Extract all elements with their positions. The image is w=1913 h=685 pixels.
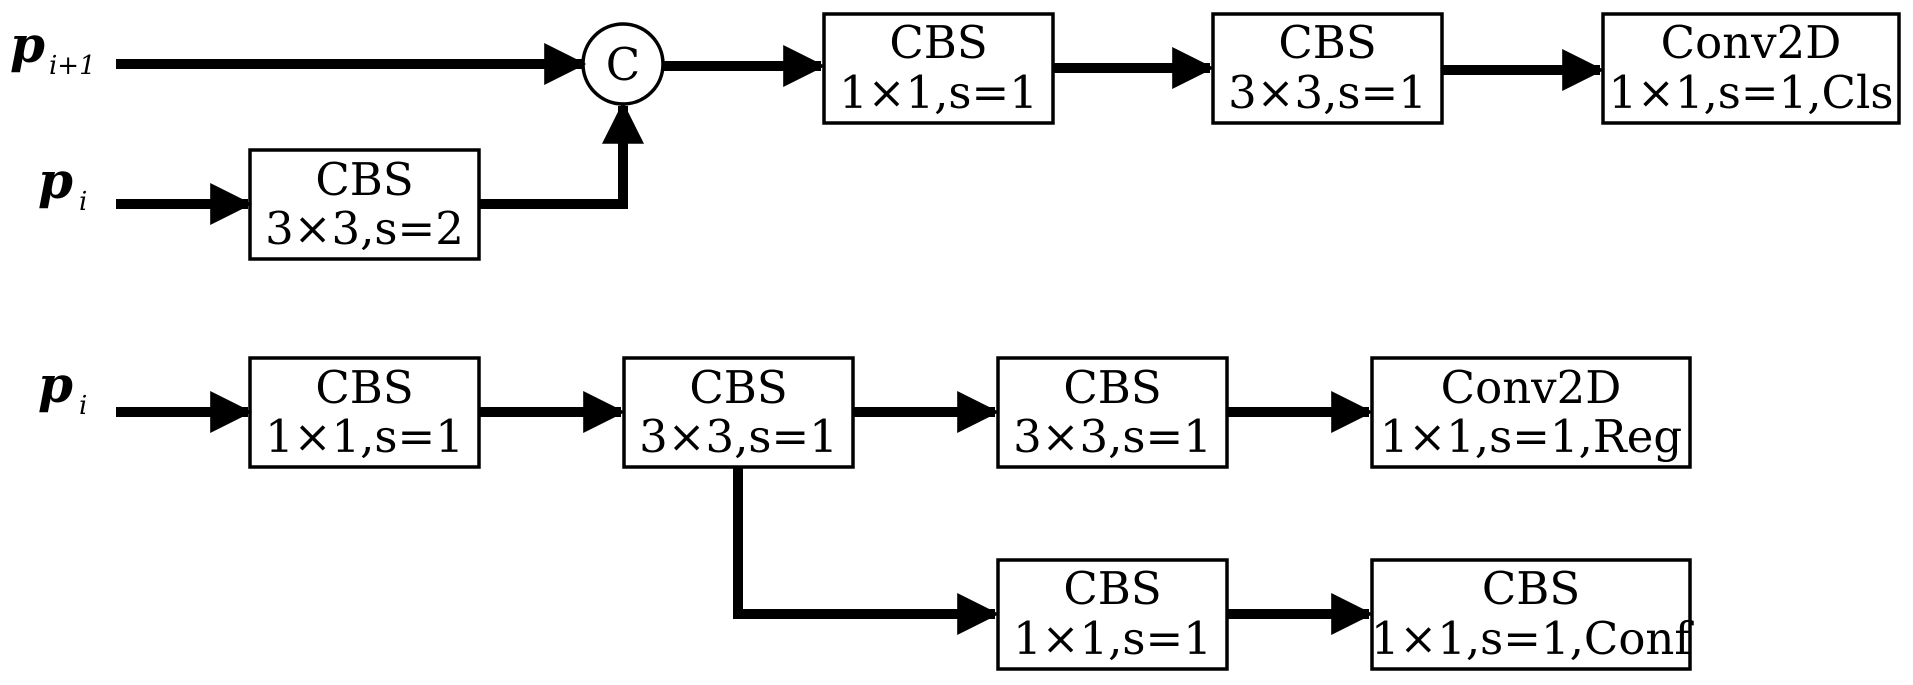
box-conf-cbs-1: CBS 1×1,s=1 [996, 558, 1229, 671]
svg-text:CBS: CBS [315, 153, 413, 206]
svg-text:1×1,s=1: 1×1,s=1 [265, 410, 464, 463]
label-main: p [10, 15, 45, 74]
svg-text:CBS: CBS [689, 361, 787, 414]
box-top-cbs-2: CBS 3×3,s=1 [1211, 12, 1444, 125]
svg-text:3×3,s=2: 3×3,s=2 [265, 202, 464, 255]
label-main: p [38, 151, 73, 210]
box-cls-conv2d: Conv2D 1×1,s=1,Cls [1601, 12, 1901, 125]
svg-text:pi: pi [38, 355, 87, 421]
connector-cbs-down-to-concat [479, 101, 644, 209]
label-sub: i [79, 187, 87, 217]
svg-text:1×1,s=1,Conf: 1×1,s=1,Conf [1371, 612, 1695, 665]
box-bottom-cbs-3: CBS 3×3,s=1 [996, 356, 1229, 469]
svg-text:1×1,s=1,Cls: 1×1,s=1,Cls [1609, 66, 1894, 119]
svg-text:CBS: CBS [1278, 16, 1376, 69]
svg-text:CBS: CBS [1063, 562, 1161, 615]
box-top-cbs-1: CBS 1×1,s=1 [822, 12, 1055, 125]
svg-text:3×3,s=1: 3×3,s=1 [1228, 66, 1427, 119]
svg-text:pi+1: pi+1 [10, 15, 96, 81]
concat-node: C [581, 22, 665, 106]
box-bottom-cbs-1: CBS 1×1,s=1 [248, 356, 481, 469]
svg-text:3×3,s=1: 3×3,s=1 [1013, 410, 1212, 463]
svg-text:CBS: CBS [315, 361, 413, 414]
svg-text:Conv2D: Conv2D [1441, 361, 1622, 414]
svg-text:CBS: CBS [1063, 361, 1161, 414]
svg-text:3×3,s=1: 3×3,s=1 [639, 410, 838, 463]
svg-text:1×1,s=1: 1×1,s=1 [1013, 612, 1212, 665]
box-bottom-cbs-2: CBS 3×3,s=1 [622, 356, 855, 469]
label-main: p [38, 355, 73, 414]
svg-text:CBS: CBS [1482, 562, 1580, 615]
box-reg-conv2d: Conv2D 1×1,s=1,Reg [1370, 356, 1692, 469]
svg-text:pi: pi [38, 151, 87, 217]
connector-bottom-cbs-2-to-conf-cbs-1 [733, 467, 1000, 635]
svg-text:1×1,s=1: 1×1,s=1 [839, 66, 1038, 119]
box-conf-cbs-2: CBS 1×1,s=1,Conf [1370, 558, 1695, 671]
label-sub: i [79, 391, 87, 421]
svg-text:Conv2D: Conv2D [1661, 16, 1842, 69]
svg-text:CBS: CBS [889, 16, 987, 69]
box-cbs-downsample: CBS 3×3,s=2 [248, 148, 481, 261]
svg-text:1×1,s=1,Reg: 1×1,s=1,Reg [1380, 410, 1682, 463]
concat-label: C [606, 38, 640, 91]
label-sub: i+1 [49, 51, 96, 81]
